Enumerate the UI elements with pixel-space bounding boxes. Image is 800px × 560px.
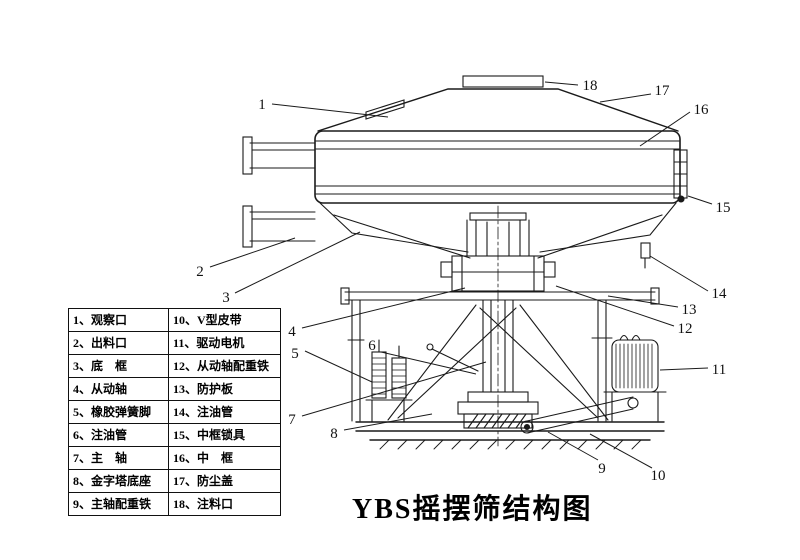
callout-3: 3 — [222, 290, 230, 306]
callout-13: 13 — [682, 302, 697, 318]
legend-cell: 13、防护板 — [168, 377, 281, 401]
legend-row: 4、从动轴 13、防护板 — [68, 377, 281, 401]
callout-2: 2 — [196, 264, 204, 280]
legend-cell: 10、V型皮带 — [168, 308, 281, 332]
callout-16: 16 — [694, 102, 710, 118]
legend-cell: 7、主 轴 — [68, 446, 169, 470]
legend-cell: 8、金字塔底座 — [68, 469, 169, 493]
callout-10: 10 — [651, 468, 666, 484]
legend-cell: 11、驱动电机 — [168, 331, 281, 355]
diagram-title: YBS摇摆筛结构图 — [352, 494, 593, 525]
legend-row: 3、底 框 12、从动轴配重铁 — [68, 354, 281, 378]
legend-cell: 9、主轴配重铁 — [68, 492, 169, 516]
callout-8: 8 — [330, 426, 338, 442]
legend-cell: 14、注油管 — [168, 400, 281, 424]
callout-labels: 1 2 3 4 5 6 7 8 9 10 11 12 13 14 15 16 1… — [196, 78, 730, 484]
legend-cell: 17、防尘盖 — [168, 469, 281, 493]
legend-row: 6、注油管 15、中框锁具 — [68, 423, 281, 447]
callout-15: 15 — [716, 200, 731, 216]
callout-7: 7 — [288, 412, 296, 428]
callout-14: 14 — [712, 286, 728, 302]
legend-row: 9、主轴配重铁 18、注料口 — [68, 492, 281, 516]
legend-cell: 12、从动轴配重铁 — [168, 354, 281, 378]
callout-5: 5 — [291, 346, 299, 362]
callout-9: 9 — [598, 461, 606, 477]
legend-row: 5、橡胶弹簧脚 14、注油管 — [68, 400, 281, 424]
legend-cell: 4、从动轴 — [68, 377, 169, 401]
callout-12: 12 — [678, 321, 693, 337]
callout-17: 17 — [655, 83, 671, 99]
callout-1: 1 — [258, 97, 266, 113]
legend-cell: 6、注油管 — [68, 423, 169, 447]
legend-cell: 3、底 框 — [68, 354, 169, 378]
feed-port-shape — [462, 75, 544, 88]
callout-11: 11 — [712, 362, 726, 378]
machine-drawing — [242, 75, 688, 450]
callout-18: 18 — [583, 78, 598, 94]
leader-lines — [209, 81, 713, 469]
legend-cell: 16、中 框 — [168, 446, 281, 470]
legend-cell: 2、出料口 — [68, 331, 169, 355]
legend-row: 2、出料口 11、驱动电机 — [68, 331, 281, 355]
legend-row: 1、观察口 10、V型皮带 — [68, 308, 281, 332]
legend-row: 8、金字塔底座 17、防尘盖 — [68, 469, 281, 493]
callout-4: 4 — [288, 324, 296, 340]
legend-row: 7、主 轴 16、中 框 — [68, 446, 281, 470]
legend-cell: 15、中框锁具 — [168, 423, 281, 447]
legend-cell: 1、观察口 — [68, 308, 169, 332]
legend-cell: 5、橡胶弹簧脚 — [68, 400, 169, 424]
legend-cell: 18、注料口 — [168, 492, 281, 516]
callout-6: 6 — [368, 338, 376, 354]
parts-legend: 1、观察口 10、V型皮带 2、出料口 11、驱动电机 3、底 框 12、从动轴… — [68, 308, 281, 516]
